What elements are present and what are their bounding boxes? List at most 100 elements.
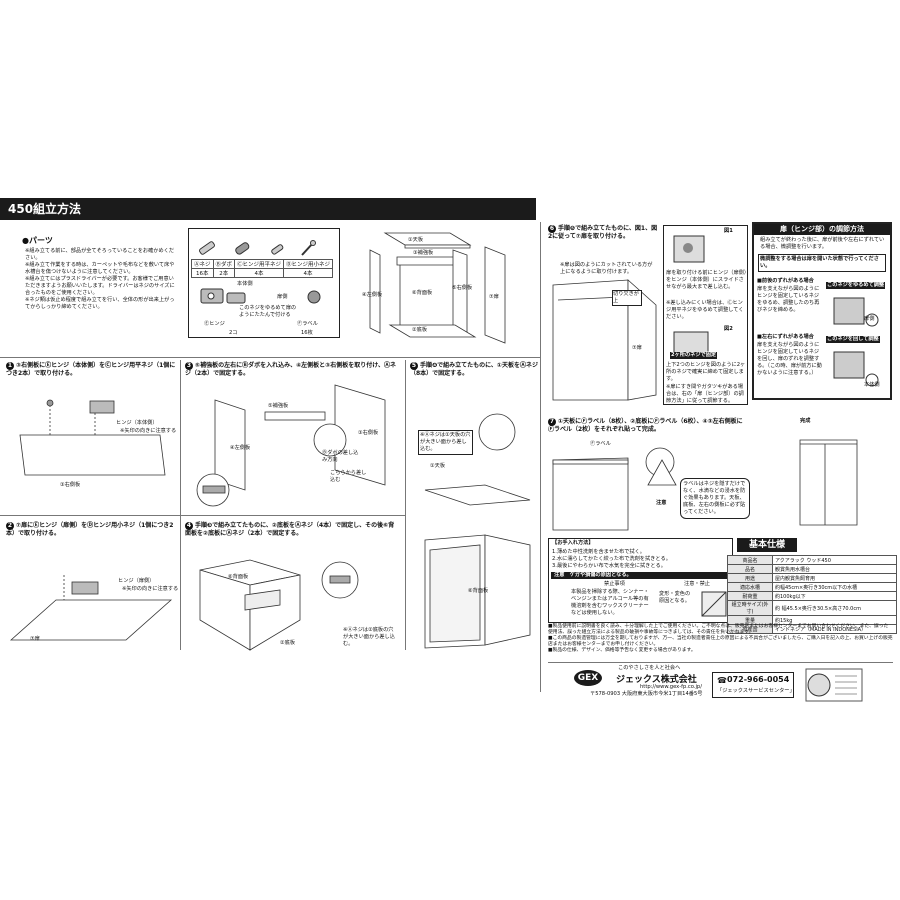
care-caution-text: ケガや損傷の原因となる。 — [569, 572, 632, 578]
parts-note: ※組み立てにはプラスドライバーが必要です。お客様でご用意いただきますようお願いい… — [25, 276, 175, 296]
adjust-lr-drawing — [833, 351, 879, 387]
part-count: 2本 — [212, 268, 236, 278]
company-tagline: このやさしさを人と社会へ — [618, 665, 681, 671]
page-title: 450組立方法 — [0, 198, 536, 220]
step-2-diagram — [9, 575, 173, 641]
divider — [180, 360, 181, 650]
step-6-diagram — [552, 279, 657, 401]
step-7-number: 7 — [548, 418, 556, 426]
spec-value: 約 幅45.5×奥行き30.5×高さ70.0cm — [772, 600, 897, 616]
fig-1-drawing — [673, 235, 705, 263]
fig-1-label: 図1 — [724, 228, 733, 234]
step-5-diagram — [424, 413, 531, 649]
part-count: 4本 — [234, 268, 285, 278]
hinge-label: Ⓔヒンジ — [204, 321, 225, 327]
step-6-cut-label: 切り欠きが上 — [612, 290, 642, 306]
spec-key: 商品名 — [727, 555, 773, 565]
adjust-front-title: ■前後のずれがある場合 — [757, 278, 814, 284]
step-6-note: ※扉は図のようにカットされている方が上になるように取り付けます。 — [560, 262, 653, 275]
fig-2-note: ※扉にすき間やガタツキがある場合は、右の「扉（ヒンジ部）の調節方法」に従って調節… — [666, 384, 744, 404]
spec-row: 商品名アクアラック ウッド450 — [727, 555, 897, 565]
fig-1-text: 扉を取り付ける前にヒンジ（扉側）をヒンジ（本体側）にスライドさせながら最大まで差… — [666, 270, 747, 290]
step-1-instruction: ③右側板にⒺヒンジ（本体側）をⒸヒンジ用平ネジ（1個につき2本）で取り付ける。 — [6, 362, 176, 377]
board-label-top: ①天板 — [408, 237, 424, 243]
step-4-number: 4 — [185, 522, 193, 530]
step-4-back-label: ⑥背面板 — [228, 574, 249, 580]
hinge-body-label: 本体側 — [237, 281, 253, 287]
step-2-instruction: ⑦扉にⒺヒンジ（扉側）をⒹヒンジ用小ネジ（1個につき2本）で取り付ける。 — [6, 522, 174, 537]
boards-exploded-diagram — [369, 232, 506, 344]
fig-1-note: ※差し込みにくい場合は、Ⓒヒンジ用平ネジをゆるめて調整してください。 — [666, 300, 744, 320]
step-2-hinge-label: ヒンジ（扉側） — [118, 578, 155, 584]
spec-row: 品名観賞魚用水槽台 — [727, 564, 897, 574]
part-count: 16本 — [191, 268, 214, 278]
care-item: 1.薄めた中性洗剤を含ませた布で拭く。 — [552, 549, 645, 555]
part-name: Ⓐネジ — [191, 259, 214, 269]
quality-stamp — [805, 668, 863, 702]
step-3-instruction: ⑤補強板の左右にⒷダボを入れ込み、④左側板と③右側板を取り付け、Ⓐネジ（2本）で… — [185, 362, 396, 377]
hinge-note: このネジをゆるめて扉のようにたたんで付ける — [239, 305, 297, 318]
adjust-front-text: 扉を支えながら図のようにヒンジを固定しているネジをゆるめ、調整したのち再びネジを… — [757, 286, 820, 313]
board-label-right: ⑤右側板 — [452, 285, 473, 291]
step-6-number: 6 — [548, 225, 556, 233]
step-3-number: 3 — [185, 362, 193, 370]
care-col-1: 禁止事項 — [604, 581, 625, 587]
step-7-diagram — [552, 447, 677, 531]
fig-2-sub: 2ヶ所のネジで固定 — [670, 352, 718, 359]
step-2-note: ※矢印の向きに注意する — [122, 586, 179, 592]
fig-2-label: 図2 — [724, 326, 733, 332]
company-url: http://www.gex-fp.co.jp/ — [640, 684, 702, 690]
board-label-bottom: ②底板 — [412, 327, 428, 333]
parts-note: ※組み立てる前に、部品が全てそろっていることをお確かめください。 — [25, 248, 175, 261]
parts-heading: ●パーツ — [22, 236, 53, 245]
step-5-note: ※Ⓐネジは①天板の穴が大きい面から差し込む。 — [418, 430, 473, 455]
spec-value: 約幅45cm×奥行き30cm以下の水槽 — [772, 582, 897, 592]
prohibit-icon — [701, 591, 727, 617]
spec-value: 屋内観賞魚飼育用 — [772, 573, 897, 583]
adjust-intro: 組み立てが終わった後に、扉が前後や左右にずれている場合、微調整を行います。 — [760, 237, 885, 250]
spec-row: 用途屋内観賞魚飼育用 — [727, 573, 897, 583]
board-label-brace: ③補強板 — [413, 250, 434, 256]
step-3-dowel-label: Ⓑダボの差し込み方向 — [322, 450, 359, 463]
parts-table-frame: Ⓐネジ Ⓑダボ Ⓒヒンジ用平ネジ Ⓓヒンジ用小ネジ 16本 2本 4本 4本 本… — [188, 228, 340, 338]
label-part-name: Ⓕラベル — [297, 321, 318, 327]
adjust-turn-label: このネジを回して調整 — [826, 336, 880, 343]
complete-label: 完成 — [800, 418, 811, 424]
step-2-number: 2 — [6, 522, 14, 530]
spec-row: 組立時サイズ(外寸)約 幅45.5×奥行き30.5×高さ70.0cm — [727, 600, 897, 616]
step-1-board-label: ③右側板 — [60, 482, 81, 488]
spec-title: 基本仕様 — [737, 538, 797, 552]
parts-note: ※ネジ類は仮止め程度で組み立てを行い、全体の形が出来上がってからしっかり締めてく… — [25, 297, 175, 310]
spec-value: 約100kg以下 — [772, 591, 897, 601]
step-3-brace-label: ⑤補強板 — [268, 403, 289, 409]
part-name: Ⓓヒンジ用小ネジ — [283, 259, 334, 269]
step-1-diagram — [19, 399, 166, 476]
fig-2-text: 上下2つのヒンジを図のように2ヶ所のネジで確実に締めて固定します。 — [666, 362, 746, 382]
screw-illustrations — [199, 240, 316, 256]
step-3-right-label: ③右側板 — [358, 430, 379, 436]
care-caution-body: 本製品を掃除する際、シンナー・ベンジンまたはアルコール等の有機溶剤を含むワックス… — [571, 589, 649, 616]
company-phone: 072-966-0054 — [727, 675, 790, 684]
step-1-note: ※矢印の向きに注意する — [120, 428, 177, 434]
service-center-box: ☎ 072-966-0054 「ジェックスサービスセンター」 — [712, 672, 795, 698]
step-3-left-label: ④左側板 — [230, 445, 251, 451]
spec-key: 品名 — [727, 564, 773, 574]
care-item: 3.最後にやわらかい布で水気を完全に拭きとる。 — [552, 563, 666, 569]
care-title: 【お手入れ方法】 — [552, 540, 594, 546]
care-box: 【お手入れ方法】 1.薄めた中性洗剤を含ませた布で拭く。 2.水に濡らしてかたく… — [548, 538, 733, 623]
notice-item: ■製品の仕様、デザイン、価格等予告なく変更する場合があります。 — [548, 648, 696, 653]
care-caution-head: 注意 — [554, 572, 565, 578]
step-1-number: 1 — [6, 362, 14, 370]
parts-notes: ※組み立てる前に、部品が全てそろっていることをお確かめください。 ※組み立て作業… — [25, 248, 175, 311]
divider — [540, 222, 541, 692]
adjust-loosen-label: このネジをゆるめて調整 — [826, 282, 886, 289]
board-label-left: ④左側板 — [362, 292, 383, 298]
adjust-lr-title: ■左右にずれがある場合 — [757, 334, 814, 340]
adjust-title: 扉（ヒンジ部）の調節方法 — [754, 224, 890, 235]
step-5-instruction: 手順❹で組み立てたものに、①天板をⒶネジ（8本）で固定する。 — [410, 362, 538, 377]
